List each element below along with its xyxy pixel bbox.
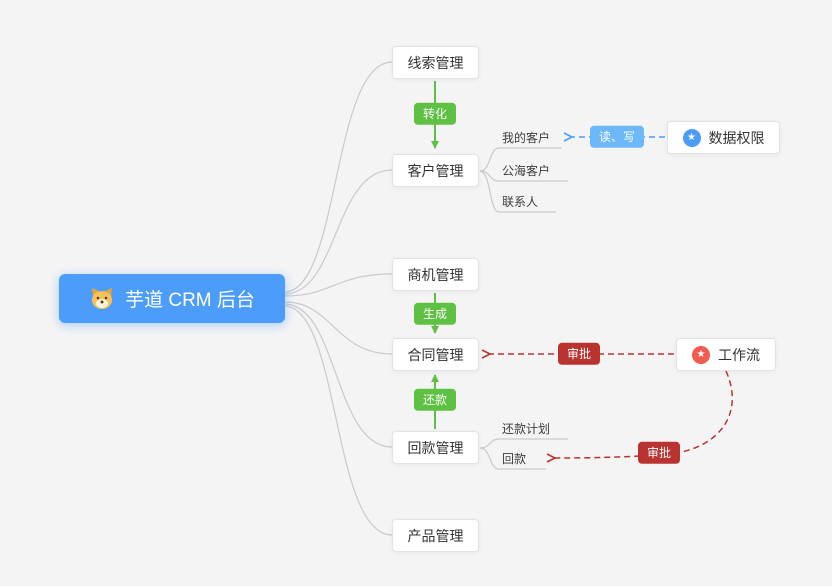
node-data-permission-label: 数据权限 [708,129,765,146]
node-product-label: 产品管理 [407,527,464,544]
badge-read-write: 读、写 [589,125,645,149]
branch-curve-opportunity [284,273,393,297]
node-customer-label: 客户管理 [407,162,464,179]
node-receivable-label: 回款管理 [407,439,464,456]
sublabel-my-customer[interactable]: 我的客户 [502,131,551,145]
sublabel-public-customer[interactable]: 公海客户 [502,164,551,178]
sublabel-repayment-plan[interactable]: 还款计划 [502,422,551,436]
star-icon: ★ [682,128,701,147]
node-data-permission[interactable]: ★ 数据权限 [667,121,780,154]
node-workflow-label: 工作流 [718,346,760,363]
star-icon: ★ [692,345,710,364]
node-customer[interactable]: 客户管理 [392,154,479,187]
branch-curve-leads [284,61,393,293]
sublabel-repayment[interactable]: 回款 [502,452,527,466]
branch-curve-customer [284,169,393,295]
branch-curve-receivable [284,303,393,448]
node-opportunity[interactable]: 商机管理 [392,258,479,291]
node-workflow[interactable]: ★ 工作流 [676,338,776,371]
badge-approve-contract: 审批 [557,342,601,366]
sub-connector-repayment-plan [479,438,568,449]
branch-curve-product [284,305,393,536]
node-opportunity-label: 商机管理 [407,266,464,283]
dog-icon [89,287,115,311]
node-contract[interactable]: 合同管理 [392,338,479,371]
badge-repay: 还款 [413,388,457,412]
branch-curve-contract [284,301,393,355]
node-product[interactable]: 产品管理 [392,519,479,552]
sublabel-contact[interactable]: 联系人 [502,195,539,209]
node-leads[interactable]: 线索管理 [392,46,479,79]
badge-convert: 转化 [413,102,457,126]
badge-approve-receivable: 审批 [637,441,681,465]
node-leads-label: 线索管理 [407,54,464,71]
node-contract-label: 合同管理 [407,346,464,363]
badge-generate: 生成 [413,302,457,326]
node-receivable[interactable]: 回款管理 [392,431,479,464]
root-label: 芋道 CRM 后台 [125,290,255,311]
node-root[interactable]: 芋道 CRM 后台 [59,274,285,323]
